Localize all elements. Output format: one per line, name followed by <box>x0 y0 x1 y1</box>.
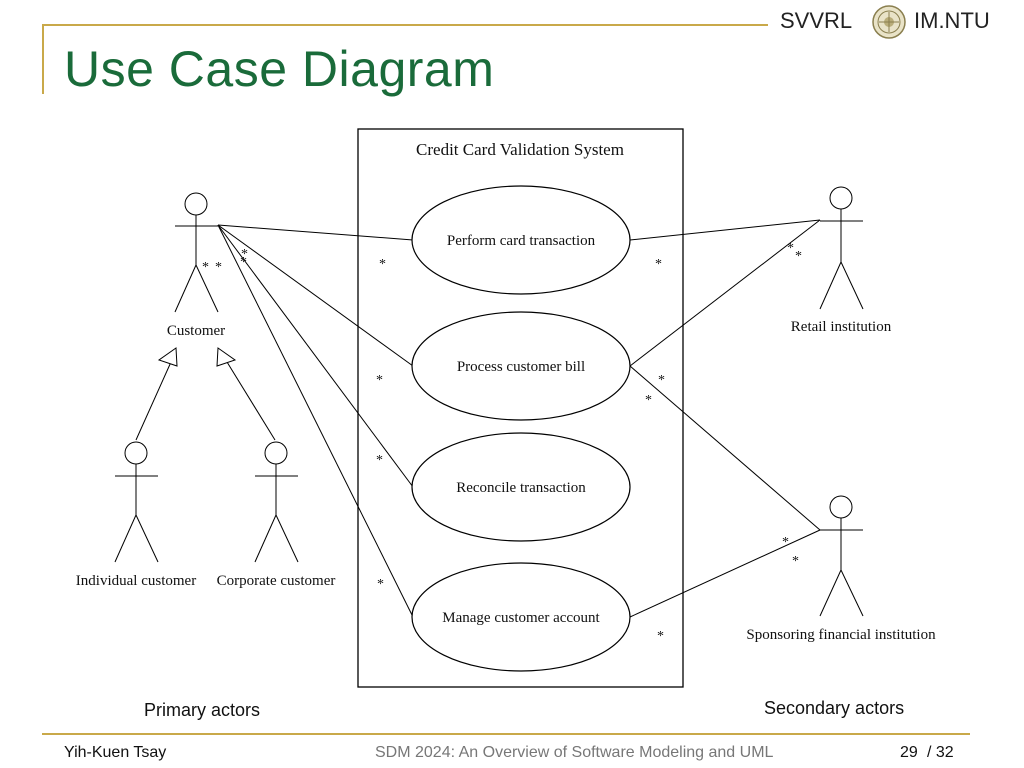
header-left-corner <box>42 24 66 26</box>
secondary-actors-caption: Secondary actors <box>764 698 905 718</box>
actor-retail-label: Retail institution <box>791 319 892 335</box>
multiplicity-mark: * <box>240 255 247 270</box>
multiplicity-mark: * <box>202 260 209 275</box>
actor-corporate-figure <box>254 441 299 563</box>
primary-actors-caption: Primary actors <box>144 700 261 720</box>
multiplicity-mark: * <box>376 373 383 388</box>
imntu-logo-text: IM.NTU <box>914 8 990 33</box>
multiplicity-mark: * <box>377 577 384 592</box>
svvrl-logo-text: SVVRL <box>780 8 853 33</box>
generalization-individual <box>135 361 172 441</box>
multiplicity-mark: * <box>379 257 386 272</box>
use-case-perform: Perform card transaction <box>447 233 596 249</box>
multiplicity-mark: * <box>795 249 802 264</box>
footer-page-number: 29 <box>900 744 918 761</box>
assoc-retail-process <box>629 219 821 367</box>
use-case-reconcile-ellipse <box>411 432 631 542</box>
assoc-customer-reconcile <box>217 224 414 488</box>
generalization-arrowhead-right <box>216 347 237 367</box>
multiplicity-mark: * <box>657 629 664 644</box>
actor-individual-label: Individual customer <box>76 573 196 589</box>
actor-sponsoring-figure <box>819 495 864 617</box>
actor-corporate-label: Corporate customer <box>217 573 336 589</box>
footer-course: SDM 2024: An Overview of Software Modeli… <box>375 744 774 761</box>
slide-title: Use Case Diagram <box>64 41 495 97</box>
multiplicity-mark: * <box>241 247 248 262</box>
multiplicity-mark: * <box>645 393 652 408</box>
multiplicity-mark: * <box>787 241 794 256</box>
header-rule <box>64 24 768 26</box>
use-case-manage: Manage customer account <box>442 610 600 626</box>
assoc-sponsoring-process <box>629 365 821 531</box>
actor-customer-label: Customer <box>167 323 225 339</box>
use-case-process: Process customer bill <box>457 359 585 375</box>
assoc-customer-perform <box>217 224 414 241</box>
multiplicity-mark: * <box>782 535 789 550</box>
assoc-customer-manage <box>217 224 414 618</box>
use-case-reconcile: Reconcile transaction <box>456 480 586 496</box>
actor-sponsoring-label: Sponsoring financial institution <box>746 627 936 643</box>
use-case-process-ellipse <box>411 311 631 421</box>
multiplicity-mark: * <box>658 373 665 388</box>
use-case-manage-ellipse <box>411 562 631 672</box>
ntu-seal-icon <box>872 5 906 39</box>
generalization-corporate <box>226 361 276 441</box>
system-name: Credit Card Validation System <box>416 140 624 159</box>
system-boundary <box>357 128 684 688</box>
footer-rule <box>42 733 970 735</box>
multiplicity-mark: * <box>792 554 799 569</box>
multiplicity-mark: * <box>655 257 662 272</box>
multiplicity-mark: * <box>215 260 222 275</box>
footer-page-total: / 32 <box>927 744 954 761</box>
actor-individual-figure <box>114 441 159 563</box>
title-left-rule <box>42 24 44 94</box>
actor-customer-figure <box>174 192 219 313</box>
assoc-sponsoring-manage <box>629 529 821 618</box>
generalization-arrowhead-left <box>157 347 178 367</box>
actor-retail-figure <box>819 186 864 310</box>
multiplicity-mark: * <box>376 453 383 468</box>
use-case-perform-ellipse <box>411 185 631 295</box>
assoc-retail-perform <box>629 219 821 241</box>
assoc-customer-process <box>217 224 414 367</box>
footer-author: Yih-Kuen Tsay <box>64 744 167 761</box>
